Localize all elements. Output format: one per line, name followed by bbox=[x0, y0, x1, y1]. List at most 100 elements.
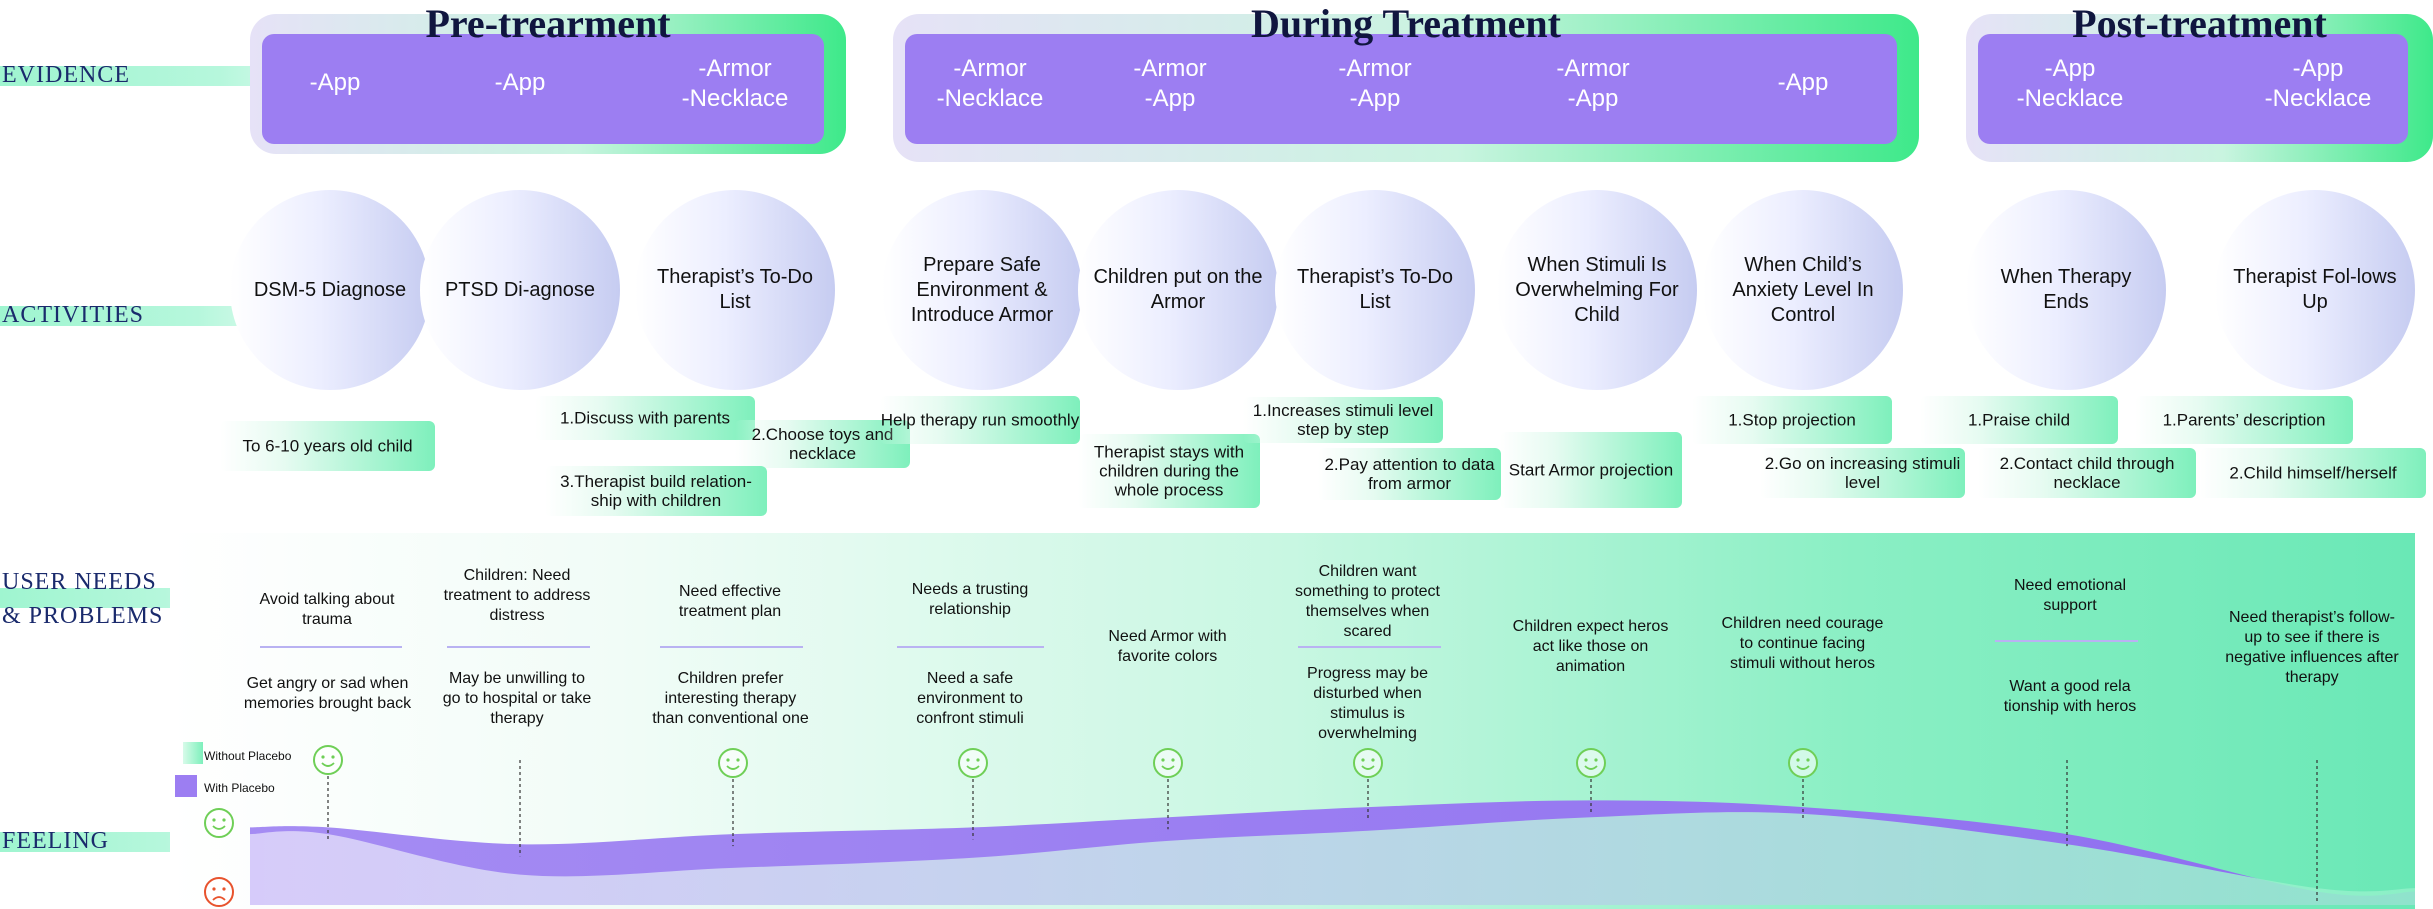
activity-circle: When Therapy Ends bbox=[1966, 190, 2166, 390]
activity-note-text: 2.Go on increasing stimuli level bbox=[1764, 454, 1961, 492]
activity-note: 1.Increases stimuli level step by step bbox=[1243, 397, 1443, 443]
user-need: Children: Need treatment to address dist… bbox=[443, 567, 591, 624]
activity-label: Prepare Safe Environment & Introduce Arm… bbox=[910, 253, 1054, 326]
row-label-needs: USER NEEDS bbox=[2, 569, 157, 595]
activity-note-text: 1.Parents’ description bbox=[2162, 410, 2326, 430]
evidence-item: -App bbox=[309, 69, 361, 96]
activity-circle: Prepare Safe Environment & Introduce Arm… bbox=[882, 190, 1082, 390]
evidence-box bbox=[905, 34, 1897, 144]
evidence-item: -Armor -Necklace bbox=[936, 55, 1044, 112]
user-problem: Want a good rela tionship with heros bbox=[2003, 678, 2137, 715]
activity-circle: Therapist’s To-Do List bbox=[635, 190, 835, 390]
frown-icon bbox=[204, 877, 234, 907]
activity-note: Start Armor projection bbox=[1500, 432, 1682, 508]
activity-note-text: 1.Stop projection bbox=[1728, 410, 1856, 430]
need-divider bbox=[1298, 646, 1441, 648]
smile-icon bbox=[1353, 748, 1383, 778]
activity-note-text: To 6-10 years old child bbox=[242, 436, 413, 456]
smile-icon bbox=[1788, 748, 1818, 778]
activity-note-text: 2.Choose toys and necklace bbox=[751, 425, 894, 463]
activity-circle: DSM-5 Diagnose bbox=[230, 190, 430, 390]
need-divider bbox=[260, 646, 402, 648]
user-problem: Children prefer interesting therapy than… bbox=[652, 670, 809, 727]
user-problem: Progress may be disturbed when stimulus … bbox=[1307, 665, 1428, 742]
need-divider bbox=[447, 646, 590, 648]
evidence-item: -Armor -App bbox=[1338, 55, 1412, 112]
user-need: Needs a trusting relationship bbox=[911, 581, 1029, 618]
activity-note: 3.Therapist build relation-ship with chi… bbox=[545, 466, 767, 516]
phase-title: During Treatment bbox=[1251, 1, 1561, 46]
activity-label: PTSD Di-agnose bbox=[444, 278, 596, 301]
activity-note: 2.Choose toys and necklace bbox=[735, 420, 910, 468]
activity-note: To 6-10 years old child bbox=[220, 421, 435, 471]
user-need: Children want something to protect thems… bbox=[1295, 563, 1440, 640]
activity-note-text: 1.Increases stimuli level step by step bbox=[1252, 401, 1434, 439]
smile-icon bbox=[1576, 748, 1606, 778]
activity-note: Help therapy run smoothly bbox=[880, 396, 1080, 444]
activity-label: When Child’s Anxiety Level In Control bbox=[1732, 253, 1874, 326]
activity-label: Children put on the Armor bbox=[1093, 266, 1263, 313]
user-problem: Need a safe environment to confront stim… bbox=[916, 670, 1024, 727]
evidence-item: -Armor -Necklace bbox=[681, 55, 789, 112]
activity-note-text: 2.Pay attention to data from armor bbox=[1324, 455, 1495, 493]
user-need: Children expect heros act like those on … bbox=[1512, 618, 1669, 675]
activity-note-text: 2.Contact child through necklace bbox=[1999, 454, 2175, 492]
row-label-feeling: FEELING bbox=[2, 828, 109, 854]
activity-note: 2.Child himself/herself bbox=[2200, 448, 2426, 498]
smile-icon bbox=[718, 748, 748, 778]
activity-note: Therapist stays with children during the… bbox=[1078, 434, 1260, 508]
evidence-item: -Armor -App bbox=[1133, 55, 1207, 112]
activity-note-text: Help therapy run smoothly bbox=[880, 410, 1080, 430]
evidence-box bbox=[262, 34, 824, 144]
user-need: Need emotional support bbox=[2013, 577, 2127, 614]
user-problem: May be unwilling to go to hospital or ta… bbox=[442, 670, 592, 727]
evidence-item: -App -Necklace bbox=[2264, 55, 2372, 112]
activity-note: 1.Stop projection bbox=[1692, 396, 1892, 444]
user-need: Need Armor with favorite colors bbox=[1108, 628, 1227, 665]
activity-note: 1.Discuss with parents bbox=[535, 396, 755, 440]
user-problem: Get angry or sad when memories brought b… bbox=[243, 675, 412, 712]
legend-swatch-without bbox=[183, 742, 203, 764]
activity-label: When Therapy Ends bbox=[2000, 266, 2132, 313]
activity-note-text: 2.Child himself/herself bbox=[2229, 463, 2397, 483]
activity-circle: PTSD Di-agnose bbox=[420, 190, 620, 390]
user-need: Children need courage to continue facing… bbox=[1721, 615, 1884, 672]
activity-note: 1.Praise child bbox=[1920, 396, 2118, 444]
evidence-item: -App bbox=[494, 69, 546, 96]
activity-note: 2.Pay attention to data from armor bbox=[1318, 448, 1501, 500]
row-label-problems: & PROBLEMS bbox=[2, 603, 164, 629]
activity-note-text: Start Armor projection bbox=[1508, 460, 1674, 480]
legend-label-with: With Placebo bbox=[204, 781, 275, 795]
user-need: Need effective treatment plan bbox=[678, 583, 782, 620]
activity-note-text: 1.Praise child bbox=[1967, 410, 2071, 430]
activity-circle: Therapist Fol-lows Up bbox=[2215, 190, 2415, 390]
activity-note-text: 3.Therapist build relation-ship with chi… bbox=[560, 472, 752, 510]
need-divider bbox=[1995, 640, 2138, 642]
smile-icon bbox=[204, 808, 234, 838]
activity-label: Therapist Fol-lows Up bbox=[2233, 266, 2397, 313]
activity-note: 2.Contact child through necklace bbox=[1978, 448, 2196, 498]
user-need: Avoid talking about trauma bbox=[259, 591, 395, 628]
user-need: Need therapist’s follow-up to see if the… bbox=[2225, 609, 2399, 686]
row-label-activities: ACTIVITIES bbox=[2, 302, 144, 328]
phase-title: Post-treatment bbox=[2072, 1, 2327, 46]
smile-icon bbox=[1153, 748, 1183, 778]
evidence-item: -Armor -App bbox=[1556, 55, 1630, 112]
evidence-item: -App -Necklace bbox=[2016, 55, 2124, 112]
activity-label: DSM-5 Diagnose bbox=[253, 278, 407, 301]
need-divider bbox=[897, 646, 1044, 648]
activity-note-text: 1.Discuss with parents bbox=[559, 408, 731, 428]
activity-note: 1.Parents’ description bbox=[2135, 396, 2353, 444]
series-area-without-placebo bbox=[250, 812, 2415, 905]
activity-circle: Children put on the Armor bbox=[1078, 190, 1278, 390]
smile-icon bbox=[313, 745, 343, 775]
legend-swatch-with bbox=[175, 775, 197, 797]
smile-icon bbox=[958, 748, 988, 778]
activity-label: Therapist’s To-Do List bbox=[657, 266, 813, 313]
row-label-evidence: EVIDENCE bbox=[2, 62, 130, 88]
activity-label: Therapist’s To-Do List bbox=[1297, 266, 1453, 313]
evidence-item: -App bbox=[1777, 69, 1829, 96]
phase-title: Pre-trearment bbox=[425, 1, 671, 46]
activity-note-text: Therapist stays with children during the… bbox=[1093, 442, 1245, 500]
